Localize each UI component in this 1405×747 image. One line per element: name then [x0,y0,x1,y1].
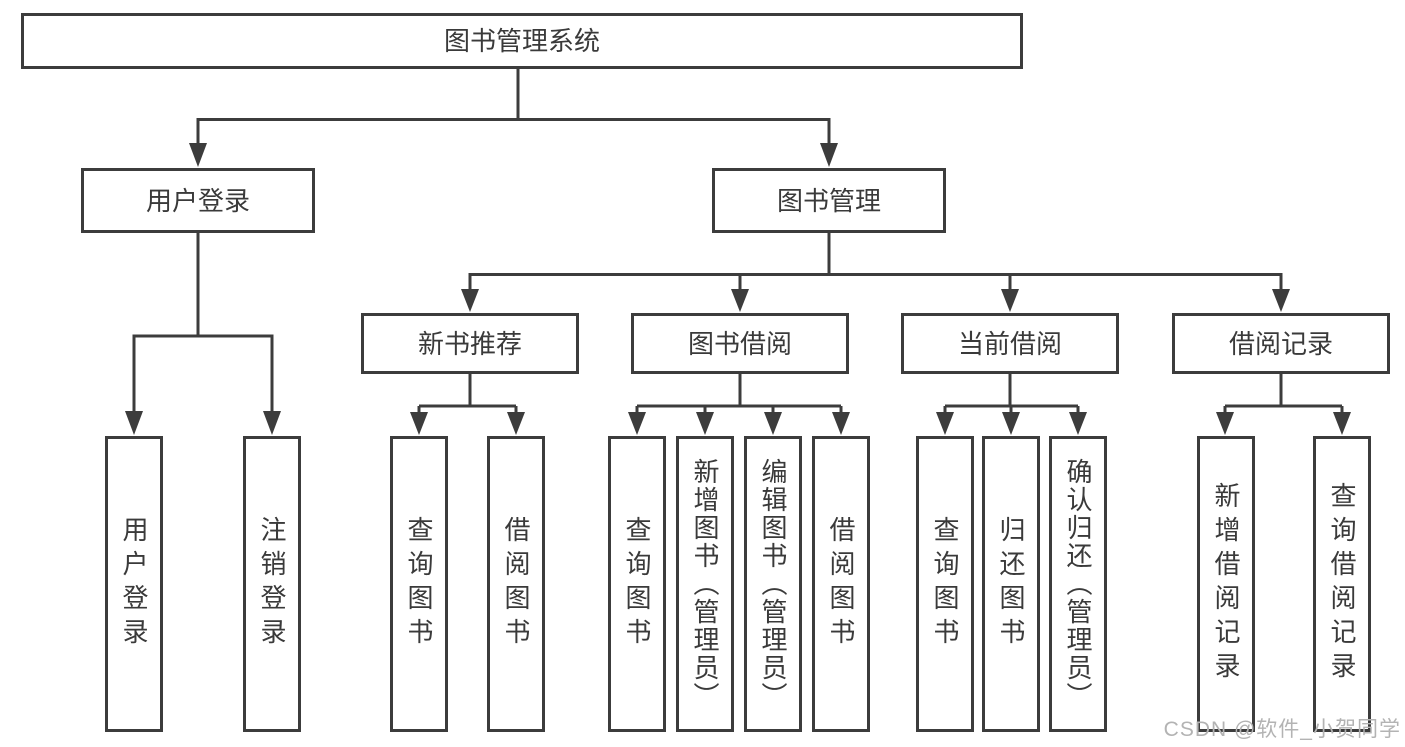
node-leaf-edit-book-admin: 编辑图书（管理员） [744,436,802,732]
node-leaf-logout: 注销登录 [243,436,301,732]
node-library-system-label: 图书管理系统 [443,26,600,56]
node-leaf-add-borrow-record-label: 新增借阅记录 [1211,482,1241,686]
node-leaf-query-books-borrowing-label: 查询图书 [622,516,652,652]
node-leaf-user-login: 用户登录 [105,436,163,732]
connector-edges [132,69,1344,413]
node-leaf-query-books-borrowing: 查询图书 [608,436,666,732]
node-user-login: 用户登录 [81,168,315,233]
node-current-borrowing-label: 当前借阅 [957,328,1062,359]
node-leaf-borrow-books-recommend-label: 借阅图书 [501,516,531,652]
node-book-management: 图书管理 [712,168,946,233]
csdn-watermark: CSDN @软件_小贺同学 [1163,718,1401,741]
node-borrowing-records: 借阅记录 [1172,313,1390,374]
node-leaf-return-book: 归还图书 [982,436,1040,732]
node-new-book-recommend: 新书推荐 [361,313,579,374]
node-leaf-query-books-current: 查询图书 [916,436,974,732]
node-leaf-logout-label: 注销登录 [257,516,287,652]
node-book-borrowing: 图书借阅 [631,313,849,374]
node-book-management-label: 图书管理 [776,185,881,216]
node-book-borrowing-label: 图书借阅 [687,328,792,359]
node-leaf-user-login-label: 用户登录 [119,516,149,652]
node-leaf-borrow-books: 借阅图书 [812,436,870,732]
node-leaf-query-borrow-record-label: 查询借阅记录 [1327,482,1357,686]
node-leaf-add-borrow-record: 新增借阅记录 [1197,436,1255,732]
node-leaf-add-book-admin-label: 新增图书（管理员） [690,458,720,710]
node-leaf-return-book-label: 归还图书 [996,516,1026,652]
node-leaf-borrow-books-label: 借阅图书 [826,516,856,652]
node-new-book-recommend-label: 新书推荐 [417,328,522,359]
node-current-borrowing: 当前借阅 [901,313,1119,374]
node-leaf-add-book-admin: 新增图书（管理员） [676,436,734,732]
node-library-system: 图书管理系统 [21,13,1023,69]
node-leaf-confirm-return-admin-label: 确认归还（管理员） [1063,458,1093,710]
node-leaf-borrow-books-recommend: 借阅图书 [487,436,545,732]
node-leaf-query-books-recommend: 查询图书 [390,436,448,732]
node-borrowing-records-label: 借阅记录 [1228,328,1333,359]
node-leaf-edit-book-admin-label: 编辑图书（管理员） [758,458,788,710]
node-user-login-label: 用户登录 [145,185,250,216]
arrowheads [125,143,1351,435]
node-leaf-query-borrow-record: 查询借阅记录 [1313,436,1371,732]
node-leaf-confirm-return-admin: 确认归还（管理员） [1049,436,1107,732]
node-leaf-query-books-recommend-label: 查询图书 [404,516,434,652]
node-leaf-query-books-current-label: 查询图书 [930,516,960,652]
